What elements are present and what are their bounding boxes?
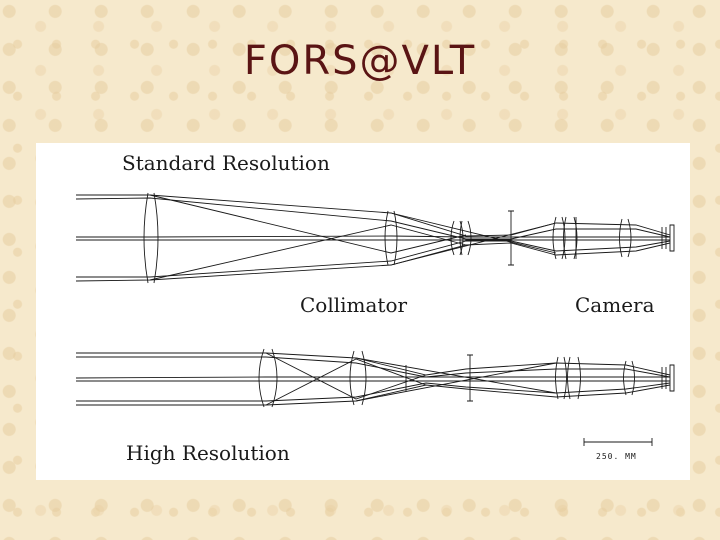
optical-layout-figure: Standard Resolution Collimator Camera Hi…	[36, 143, 690, 480]
scale-bar	[583, 438, 653, 446]
high-camera-lenses	[555, 356, 675, 400]
ray-trace-diagram	[75, 192, 675, 446]
standard-ray-bundle	[75, 194, 671, 282]
scale-bar-label: 250. MM	[596, 452, 637, 461]
standard-resolution-label: Standard Resolution	[122, 151, 330, 175]
standard-collimator-lenses	[143, 192, 472, 284]
collimator-label: Collimator	[300, 293, 408, 317]
slide-title: FORS@VLT	[243, 38, 477, 84]
high-collimator-lenses	[258, 348, 407, 408]
standard-stop	[508, 210, 514, 266]
high-ray-bundle	[75, 352, 671, 406]
high-stop	[467, 354, 473, 402]
high-resolution-label: High Resolution	[126, 441, 290, 465]
standard-camera-lenses	[552, 216, 675, 260]
camera-label: Camera	[575, 293, 655, 317]
